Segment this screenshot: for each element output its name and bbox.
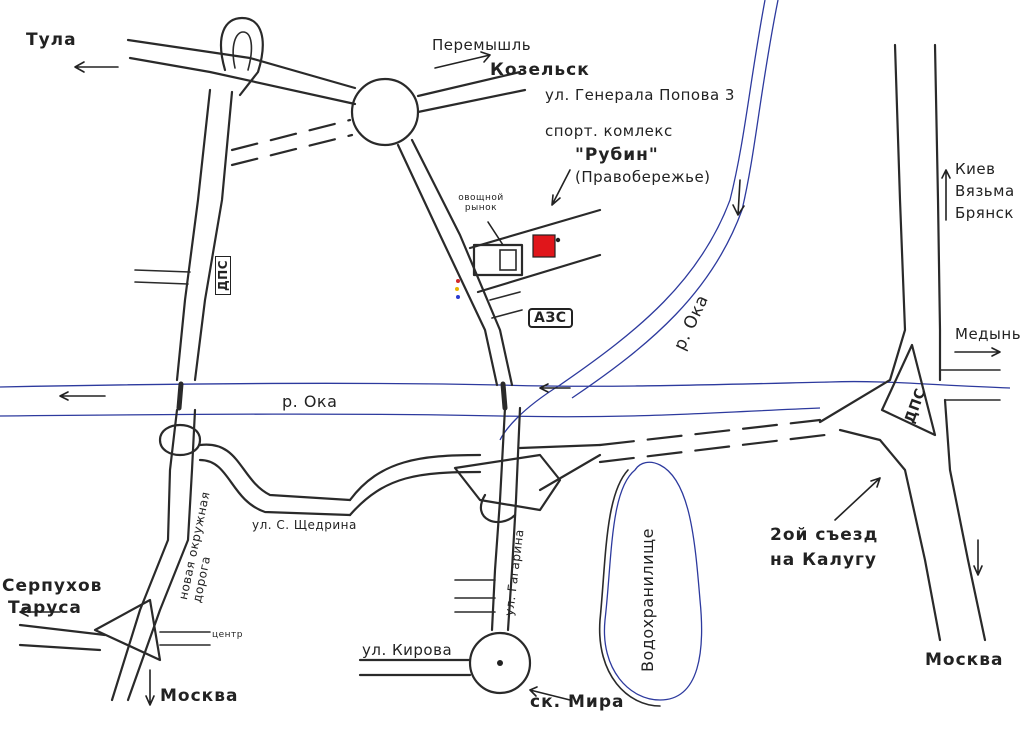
side-street-2	[134, 281, 189, 285]
roundabout-south	[468, 631, 532, 695]
ring-road-east	[126, 408, 197, 702]
highway-right-south-west	[838, 428, 942, 642]
label-pravoberezhye: (Правобережье)	[575, 168, 711, 186]
label-tarusa: Таруса	[8, 598, 82, 618]
destination-marker-icon	[532, 234, 556, 258]
arrow-kaluga	[834, 477, 881, 521]
interchange-loop	[220, 16, 264, 97]
label-sport-complex: спорт. комлекс	[545, 122, 673, 140]
label-rubin: "Рубин"	[575, 145, 659, 165]
river-oka-main	[0, 380, 1011, 389]
label-kozelsk: Козельск	[490, 60, 590, 80]
interchange-lower-left	[93, 598, 162, 662]
label-sk-mira: ск. Мира	[530, 692, 625, 712]
arrow-market	[487, 221, 504, 246]
label-tula: Тула	[26, 30, 77, 50]
azs-road-2	[491, 309, 523, 319]
road-east-south	[538, 453, 602, 492]
road-dashed-west-2	[230, 133, 354, 167]
label-bryansk: Брянск	[955, 204, 1014, 222]
roundabout-center-dot	[497, 660, 503, 666]
label-kirova: ул. Кирова	[362, 641, 453, 659]
road-peremyshl-2	[416, 88, 527, 114]
label-reservoir: Водохранилище	[638, 528, 657, 672]
highway-right-south-east	[943, 398, 987, 642]
river-oka-main-2	[0, 407, 821, 418]
dot-red-icon	[456, 279, 460, 283]
arrow-moskva-left	[145, 669, 155, 706]
bridge-left	[176, 381, 184, 411]
side-street	[134, 269, 191, 273]
road-gagarina-south-west	[490, 406, 507, 632]
label-exit-2: 2ой съезд	[770, 525, 879, 545]
arrow-serpukhov	[19, 607, 61, 617]
road-gagarina-north-east	[410, 138, 514, 387]
road-shchedrina-to-interchange	[348, 453, 482, 502]
reservoir-outline	[603, 461, 703, 701]
label-market: овощной рынок	[458, 193, 504, 213]
label-medyn: Медынь	[955, 325, 1022, 343]
road-dashed-east	[598, 418, 822, 447]
road-dashed-east-2	[598, 433, 827, 464]
interchange-left	[158, 424, 202, 456]
label-serpukhov: Серпухов	[2, 576, 103, 596]
arrow-moskva-right	[973, 539, 983, 576]
road-market-2	[476, 253, 602, 294]
interchange-gagarina-loop	[479, 493, 517, 524]
dot-blue-icon	[456, 295, 460, 299]
bridge-right	[500, 381, 508, 411]
arrow-sk-mira	[529, 686, 571, 701]
road-left-east	[193, 90, 234, 382]
label-vyazma: Вязьма	[955, 182, 1015, 200]
arrow-river-left	[59, 391, 106, 401]
arrow-tula	[74, 61, 119, 73]
road-gagarina-south-east	[506, 406, 522, 632]
reservoir-shore	[598, 469, 661, 707]
road-left-west	[175, 88, 212, 382]
road-shchedrina	[198, 443, 352, 502]
road-shchedrina-2	[198, 458, 352, 517]
market-hatch	[499, 249, 517, 271]
road-peremyshl	[416, 70, 522, 98]
label-dps-left: ДПС	[215, 255, 231, 295]
road-market	[468, 208, 602, 250]
roundabout-north	[350, 77, 420, 147]
arrow-peremyshl	[434, 51, 491, 69]
arrow-rubin	[551, 169, 571, 206]
marker-dot-icon	[555, 237, 561, 243]
arrow-river-north	[732, 179, 745, 216]
highway-right-east	[933, 43, 942, 382]
road-tula-bottom	[128, 56, 357, 106]
arrow-river-main	[539, 383, 571, 393]
highway-right-west	[818, 43, 907, 424]
interchange-gagarina	[453, 453, 562, 512]
label-street-popova: ул. Генерала Попова 3	[545, 86, 735, 104]
arrow-medyn	[954, 347, 1001, 357]
label-river-oka: р. Ока	[282, 392, 338, 411]
road-serpukhov-2	[18, 643, 102, 652]
road-gagarina-north-west	[396, 143, 499, 387]
dot-yellow-icon	[455, 287, 459, 291]
dps-triangle	[880, 343, 937, 437]
road-shchedrina-to-interchange-2	[348, 470, 482, 517]
label-to-kaluga: на Калугу	[770, 550, 877, 570]
label-kiev: Киев	[955, 160, 996, 178]
arrow-kiev	[941, 169, 951, 221]
interchange-loop-inner	[232, 31, 253, 71]
road-east-north	[518, 443, 602, 450]
label-peremyshl: Перемышль	[432, 36, 532, 54]
label-shchedrina: ул. С. Щедрина	[252, 518, 357, 532]
road-dashed-west	[230, 118, 352, 152]
label-azs: АЗС	[528, 308, 573, 328]
market-building	[472, 243, 524, 277]
label-moskva-right: Москва	[925, 650, 1004, 670]
azs-road	[489, 291, 521, 301]
road-serpukhov	[18, 623, 107, 637]
ring-road-west	[110, 408, 179, 702]
label-moskva-left: Москва	[160, 686, 239, 706]
river-oka-north	[499, 0, 766, 441]
label-center: центр	[212, 630, 244, 640]
